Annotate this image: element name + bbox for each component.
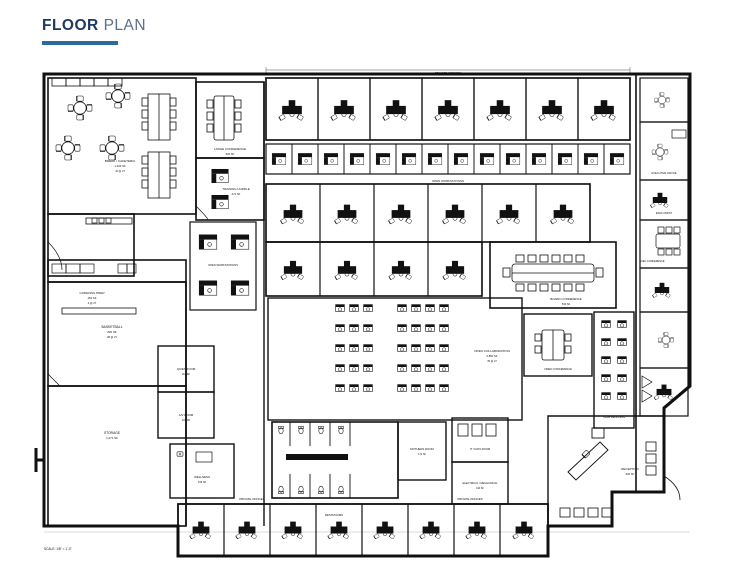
zone-label-mothers: MOTHERS ROOM (410, 447, 434, 451)
zone-label-it: IT / DATA ROOM (470, 447, 491, 451)
zone-area-mothers: 172 SF (418, 453, 427, 456)
zone-label-restrooms: RESTROOMS (325, 513, 343, 517)
zone-label-break-room: BREAK / CAFETERIA (105, 159, 136, 163)
zone-label-board-conf: BOARD CONFERENCE (550, 297, 581, 301)
office-row-third (265, 241, 483, 297)
zone-label-large-conference: LARGE CONFERENCE (214, 147, 246, 151)
office-row-bottom: PRIVATE OFFICES PRIVATE OFFICES (177, 497, 549, 557)
zone-area-electrical: 190 SF (476, 487, 484, 490)
zone-area-wellness: 136 SF (198, 480, 207, 484)
zone-serving-kitchen (47, 213, 135, 277)
page-title: FLOOR PLAN (42, 18, 146, 34)
scale-note: SCALE: 1/8" = 1'-0" (44, 547, 72, 551)
zone-label-electrical: ELECTRICAL / MECHANICAL (462, 481, 498, 485)
zone-occ-catering: 4 @ 27 (88, 301, 97, 305)
zone-area-catering: 162 SF (87, 296, 96, 300)
zone-wellness: WELLNESS 136 SF (169, 443, 235, 499)
title-underline-rule (42, 41, 118, 45)
zone-label-collab: OPEN COLLABORATION (474, 349, 510, 353)
zone-area-large-conference: 520 SF (226, 152, 235, 156)
zone-catering-prep: CATERING PREP 162 SF 4 @ 27 (47, 259, 187, 315)
office-row-top-label: PRIVATE OFFICES (435, 71, 461, 75)
zone-label-quiet: QUIET ROOM (177, 367, 196, 371)
zone-area-quiet: 118 SF (182, 372, 191, 376)
floor-plan-drawing: BREAK / CAFETERIA 1,420 SF 42 @ 27 CATER… (0, 56, 741, 566)
zone-label-catering: CATERING PREP (79, 291, 104, 295)
zone-label-team-bench: TEAM BENCHING (603, 415, 625, 419)
zone-area-reception: 620 SF (626, 472, 635, 476)
zone-board-conference: BOARD CONFERENCE 540 SF (489, 241, 617, 309)
office-row-bottom-label: PRIVATE OFFICES (239, 497, 264, 501)
zone-area-training: 272 SF (232, 192, 241, 196)
zone-mothers-room: MOTHERS ROOM 172 SF (397, 421, 447, 481)
zone-label-reception: RECEPTION (621, 467, 639, 471)
office-row-bottom-label-2: PRIVATE OFFICES (457, 497, 482, 501)
zone-area-board-conf: 540 SF (562, 302, 571, 306)
title-light-word: PLAN (103, 17, 147, 34)
title-bold-word: FLOOR (42, 17, 99, 34)
cubicle-cluster-left: OPEN WORKSTATIONS (189, 221, 257, 311)
zone-label-av: A/V ROOM (179, 413, 194, 417)
zone-label-basketball: BASKETBALL (101, 325, 122, 329)
zone-team-bench: TEAM BENCHING (593, 311, 635, 429)
workstation-band: OPEN WORKSTATIONS (265, 143, 631, 183)
building-shell (42, 72, 692, 558)
workstation-band-label: OPEN WORKSTATIONS (432, 179, 464, 183)
dimension-ticks (44, 67, 690, 533)
exec-office-4 (639, 367, 689, 417)
zone-label-training: TRAINING HUDDLE (222, 187, 250, 191)
zone-area-basketball: 820 SF (107, 330, 117, 334)
zone-area-av: 128 SF (182, 418, 191, 422)
zone-label-wellness: WELLNESS (194, 475, 210, 479)
zone-av-room: A/V ROOM 128 SF (157, 391, 215, 439)
zone-occ-collab: 35 @ 27 (487, 360, 497, 363)
zone-open-collaboration: OPEN COLLABORATION 2,860 SF 35 @ 27 (267, 297, 523, 421)
office-row-top: PRIVATE OFFICES (265, 71, 631, 141)
zone-area-break-room: 1,420 SF (114, 164, 126, 168)
zone-restrooms: RESTROOMS (271, 421, 399, 517)
east-wing: EXECUTIVE OFFICE EXEC ASSIST EXEC CONFER… (635, 74, 689, 492)
exec-conference-label: EXEC CONFERENCE (639, 260, 664, 263)
zone-area-collab: 2,860 SF (487, 354, 498, 358)
exec-assistant-1-label: EXEC ASSIST (656, 212, 673, 215)
zone-area-storage: 1,271 SF (106, 436, 118, 440)
zone-label-storage: STORAGE (104, 431, 121, 435)
zone-label-video-conf: VIDEO CONFERENCE (544, 367, 572, 371)
zone-video-conference: VIDEO CONFERENCE (523, 313, 593, 377)
plan-svg: BREAK / CAFETERIA 1,420 SF 42 @ 27 CATER… (34, 67, 692, 558)
zone-occ-break-room: 42 @ 27 (115, 169, 125, 173)
exec-office-2-label: EXECUTIVE OFFICE (652, 171, 677, 175)
zone-occ-basketball: 28 @ 27 (107, 335, 117, 339)
cluster-label-left: OPEN WORKSTATIONS (208, 263, 238, 267)
